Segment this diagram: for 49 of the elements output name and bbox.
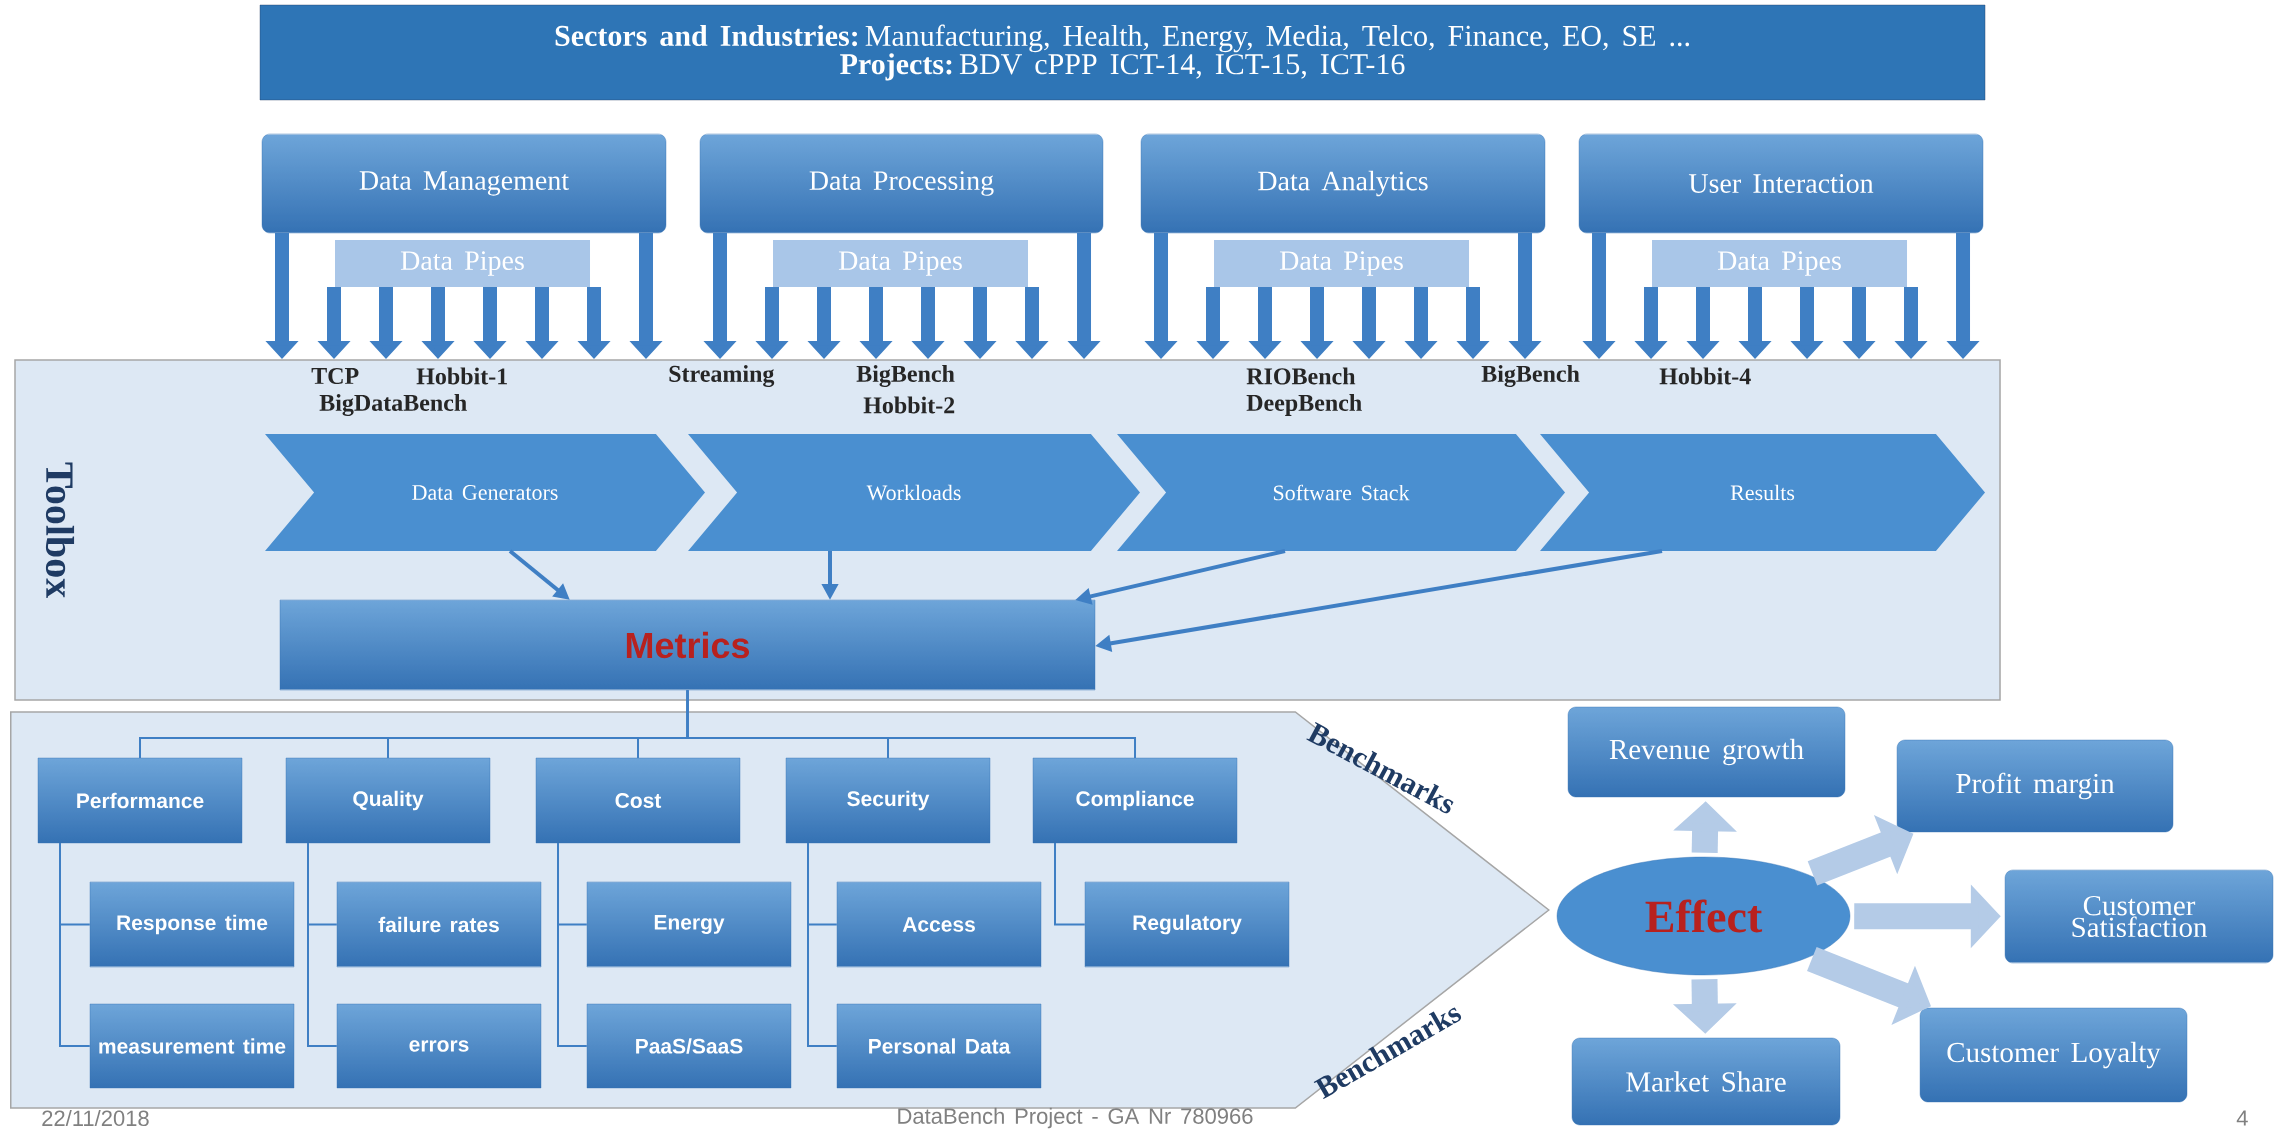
chevron-step: Software Stack (1117, 434, 1565, 551)
effect-box: Revenue growth (1567, 706, 1846, 798)
benchmark-name: TCP (311, 367, 359, 385)
chevron-step: Results (1540, 434, 1985, 551)
benchmark-name: Hobbit-4 (1659, 367, 1751, 385)
metric-category-box: Performance (37, 757, 243, 844)
effect-box: Profit margin (1896, 739, 2174, 833)
footer-text: DataBench Project - GA Nr 780966 (898, 1107, 1253, 1129)
data-pipes-box: Data Pipes (773, 240, 1028, 287)
benchmark-name: Streaming (669, 365, 775, 387)
category-box: User Interaction (1578, 133, 1984, 234)
effect-box: Market Share (1571, 1037, 1841, 1126)
benchmark-name: Hobbit-1 (416, 367, 507, 385)
category-box: Data Processing (699, 133, 1104, 234)
metric-item-box: Energy (586, 881, 792, 968)
metric-item-box: Access (836, 881, 1042, 968)
effect-box: Customer Satisfaction (2004, 869, 2274, 964)
metric-category-box: Quality (285, 757, 491, 844)
benchmark-name: BigBench (1481, 365, 1580, 387)
data-pipes-box: Data Pipes (1214, 240, 1469, 287)
chevron-step: Workloads (688, 434, 1140, 551)
metric-item-box: errors (336, 1003, 542, 1089)
footer-text: 4 (2236, 1110, 2248, 1126)
data-pipes-box: Data Pipes (335, 240, 590, 287)
metric-category-box: Compliance (1032, 757, 1238, 844)
effect-box: Customer Loyalty (1919, 1007, 2188, 1103)
connector-line (557, 842, 588, 1047)
category-box: Data Analytics (1140, 133, 1546, 234)
benchmark-name: BigBench (856, 365, 955, 387)
metric-item-box: failure rates (336, 881, 542, 968)
metric-item-box: measurement time (89, 1003, 295, 1089)
connector-line (59, 842, 91, 1047)
metric-item-box: PaaS/SaaS (586, 1003, 792, 1089)
connector-line (807, 842, 838, 1047)
data-pipes-box: Data Pipes (1652, 240, 1907, 287)
connector-line (686, 689, 1136, 759)
footer-text: 22/11/2018 (42, 1109, 149, 1127)
benchmark-name: RIOBench (1246, 367, 1356, 385)
metric-category-box: Security (785, 757, 991, 844)
connector-line (1054, 842, 1086, 926)
chevron-step: Data Generators (265, 434, 705, 551)
metric-item-box: Personal Data (836, 1003, 1042, 1089)
metric-item-box: Regulatory (1084, 881, 1290, 968)
header-banner: Sectors and Industries: Manufacturing, Health, Energy, Media, Telco, Finance, EO, SE ... Projects: BDV cPPP ICT-14, ICT-15, ICT-16 (259, 4, 1986, 101)
metrics-box: Metrics (279, 599, 1096, 691)
category-box: Data Management (261, 133, 667, 234)
connector-line (307, 842, 338, 1047)
metric-category-box: Cost (535, 757, 741, 844)
metric-item-box: Response time (89, 881, 295, 968)
